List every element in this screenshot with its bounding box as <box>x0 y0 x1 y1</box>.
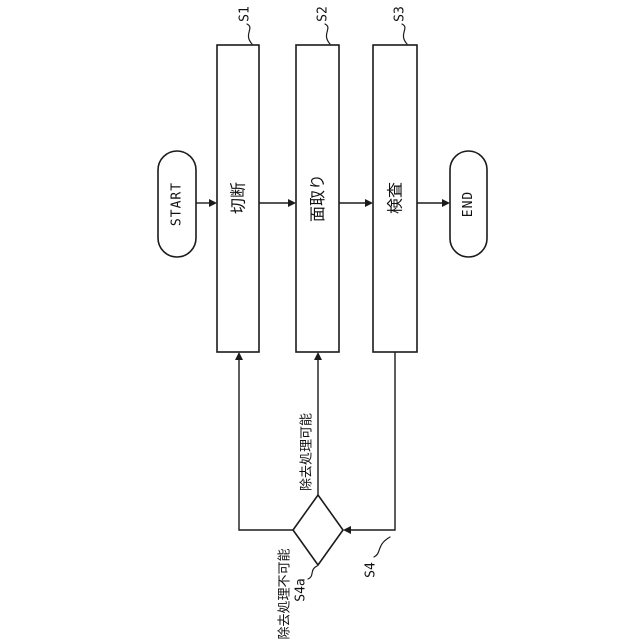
arrowhead-s2-to-s3 <box>365 199 373 207</box>
leader-s1 <box>246 23 253 45</box>
branch-label-removal-possible: 除去処理可能 <box>300 413 315 491</box>
step-label-s3: 検査 <box>386 182 405 214</box>
branch-label-removal-not-possible: 除去処理不可能 <box>278 548 293 639</box>
leader-s4 <box>373 536 391 558</box>
leader-s4a <box>307 565 318 580</box>
end-terminal <box>449 150 488 258</box>
decision-diamond-s4 <box>292 493 344 567</box>
process-box-s2 <box>295 44 340 353</box>
start-label: START <box>170 182 185 226</box>
step-label-s2: 面取り <box>308 174 327 222</box>
arrowhead-s4-to-s2 <box>314 352 322 360</box>
ref-label-s4a: S4a <box>294 578 309 601</box>
process-box-s1 <box>216 44 260 353</box>
ref-label-s3: S3 <box>393 6 408 22</box>
arrowhead-into-s4 <box>343 526 351 534</box>
branch-line-s4-to-s1 <box>238 360 293 531</box>
ref-label-s4: S4 <box>364 562 379 578</box>
ref-label-s2: S2 <box>316 6 331 22</box>
leader-s2 <box>324 23 331 45</box>
ref-label-s1: S1 <box>238 6 253 22</box>
arrowhead-start-to-s1 <box>209 199 217 207</box>
start-terminal <box>157 150 197 258</box>
process-box-s3 <box>372 44 418 353</box>
arrowhead-s1-to-s2 <box>288 199 296 207</box>
step-label-s1: 切断 <box>229 182 248 214</box>
end-label: END <box>461 191 476 217</box>
arrowhead-s4-to-s1 <box>235 352 243 360</box>
arrowhead-s3-to-end <box>442 199 450 207</box>
leader-s3 <box>401 23 408 45</box>
feed-line-s3-to-s4 <box>351 352 396 531</box>
